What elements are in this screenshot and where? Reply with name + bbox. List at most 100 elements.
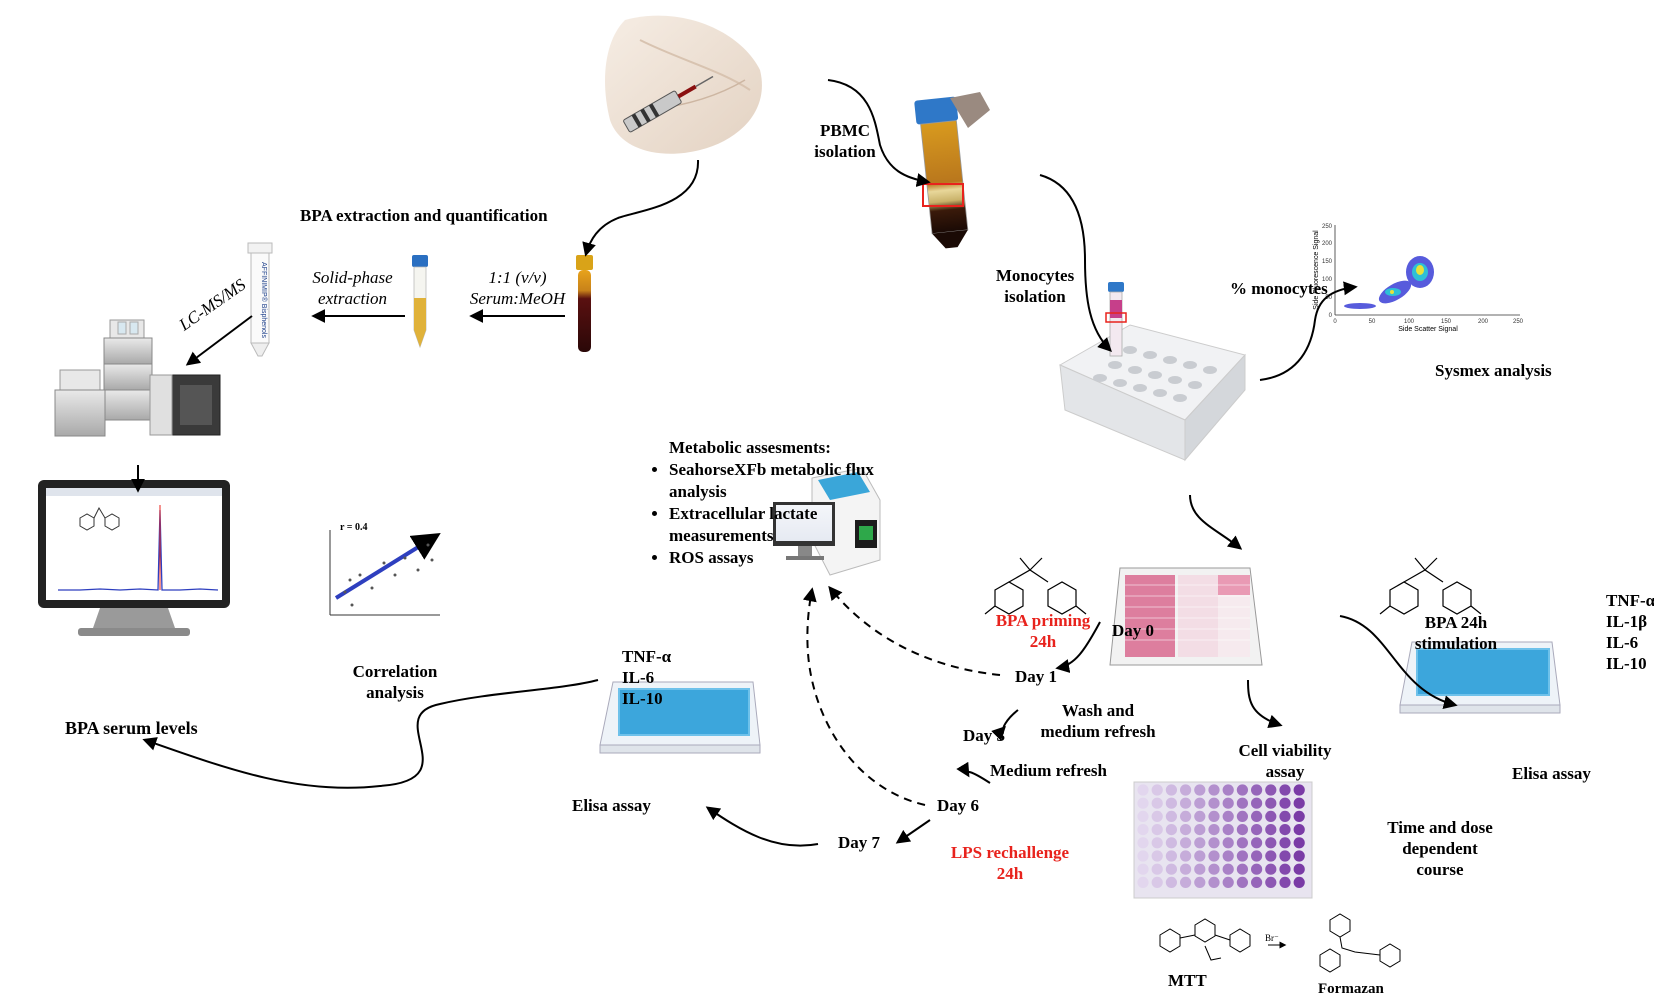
metabolic-item: ROS assays — [669, 547, 875, 569]
mtt-well — [1165, 810, 1177, 823]
mtt-well — [1151, 863, 1163, 875]
label-line: isolation — [1004, 287, 1066, 306]
mtt-well — [1293, 863, 1305, 875]
mtt-well — [1151, 850, 1163, 862]
mtt-well — [1265, 863, 1277, 875]
correlation-plot: r = 0.4 — [329, 522, 441, 616]
label-line: dependent — [1402, 839, 1478, 858]
label-line: 24h — [996, 864, 1024, 883]
bromide-label: Br⁻ — [1265, 933, 1279, 943]
mtt-well — [1165, 850, 1177, 862]
metabolic-title: Metabolic assesments: — [669, 438, 831, 457]
mtt-well — [1165, 837, 1177, 849]
mtt-well — [1222, 850, 1234, 862]
mtt-well — [1208, 863, 1220, 875]
mtt-well — [1293, 837, 1305, 849]
blood-collection-tube — [576, 255, 593, 352]
label-line: 24h — [1029, 632, 1057, 651]
mtt-well — [1165, 876, 1177, 889]
cartridge-label: AFFINIMIP® Bisphenols — [260, 262, 268, 338]
flow-ytick: 100 — [1322, 277, 1333, 283]
mtt-plate — [1133, 781, 1313, 899]
arm-blood-draw-illustration — [605, 15, 762, 154]
wash-label: Wash and medium refresh — [1028, 700, 1168, 742]
mtt-well — [1222, 837, 1234, 849]
mtt-well — [1251, 824, 1263, 836]
mtt-well — [1208, 837, 1220, 849]
label-line: Wash and — [1061, 701, 1135, 720]
r-value-label: r = 0.4 — [340, 522, 367, 533]
mtt-well — [1137, 876, 1149, 889]
label-line: medium refresh — [1040, 722, 1156, 741]
label-line: PBMC — [819, 121, 871, 140]
mtt-well — [1180, 876, 1192, 889]
mtt-well — [1137, 784, 1149, 796]
label-line: stimulation — [1414, 634, 1498, 653]
ficoll-gradient-tube — [914, 92, 990, 249]
label-line: 1:1 (v/v) — [488, 268, 547, 287]
mtt-well — [1265, 876, 1277, 889]
mtt-well — [1222, 797, 1234, 809]
mtt-well — [1279, 863, 1291, 875]
mtt-well — [1293, 876, 1305, 889]
mtt-well — [1165, 784, 1177, 796]
elisa-plate-right — [1399, 641, 1561, 714]
day0-label: Day 0 — [1112, 621, 1155, 640]
mtt-well — [1137, 850, 1149, 862]
mtt-well — [1137, 863, 1149, 875]
mtt-well — [1194, 837, 1206, 849]
mtt-well — [1151, 784, 1163, 796]
mtt-well — [1265, 850, 1277, 862]
cytokine-item: IL-1β — [1606, 612, 1648, 631]
mtt-well — [1293, 824, 1305, 836]
mtt-well — [1208, 850, 1220, 862]
mtt-well — [1251, 784, 1263, 796]
bpa-extraction-title: BPA extraction and quantification — [300, 206, 548, 225]
flow-xtick: 200 — [1478, 319, 1489, 325]
mtt-well — [1165, 824, 1177, 836]
mtt-label: MTT — [1168, 971, 1207, 990]
label-line: Time and dose — [1387, 818, 1493, 837]
seahorse-analyzer — [773, 467, 881, 576]
mtt-well — [1251, 837, 1263, 849]
mtt-well — [1180, 837, 1192, 849]
lps-rechallenge-label: LPS rechallenge 24h — [940, 842, 1080, 884]
day1-label: Day 1 — [1015, 667, 1058, 686]
flow-ytick: 200 — [1322, 241, 1333, 247]
mtt-well — [1151, 810, 1163, 823]
mtt-well — [1208, 810, 1220, 823]
mtt-well — [1251, 863, 1263, 875]
flow-xtick: 100 — [1404, 319, 1415, 325]
bpa-stimulation-label: BPA 24h stimulation — [1406, 612, 1506, 654]
day3-label: Day 3 — [963, 726, 1006, 745]
cytokines-right: TNF-α IL-1β IL-6 IL-10 — [1606, 590, 1654, 674]
mtt-well — [1279, 850, 1291, 862]
mtt-well — [1236, 850, 1248, 862]
label-line: BPA 24h — [1424, 613, 1488, 632]
mtt-well — [1194, 810, 1206, 823]
mtt-well — [1236, 784, 1248, 796]
label-line: analysis — [366, 683, 424, 702]
mtt-well — [1137, 797, 1149, 809]
time-dose-label: Time and dose dependent course — [1380, 817, 1500, 880]
elisa-plate-left — [599, 681, 761, 754]
cytokine-item: IL-6 — [1606, 633, 1639, 652]
spe-cartridge: AFFINIMIP® Bisphenols — [247, 242, 273, 357]
mtt-well — [1265, 784, 1277, 796]
mtt-well — [1165, 863, 1177, 875]
mtt-well — [1279, 797, 1291, 809]
flow-ytick: 250 — [1322, 224, 1333, 230]
mtt-well — [1194, 850, 1206, 862]
mtt-well — [1180, 863, 1192, 875]
label-line: Solid-phase — [312, 268, 393, 287]
correlation-label: Correlation analysis — [340, 661, 450, 703]
mtt-well — [1137, 837, 1149, 849]
flow-ylabel: Side Fluorescence Signal — [1313, 230, 1320, 310]
mtt-well — [1293, 850, 1305, 862]
flow-arrows — [131, 79, 1458, 847]
mtt-well — [1279, 837, 1291, 849]
mtt-well — [1194, 784, 1206, 796]
mtt-well — [1137, 824, 1149, 836]
mtt-well — [1265, 824, 1277, 836]
